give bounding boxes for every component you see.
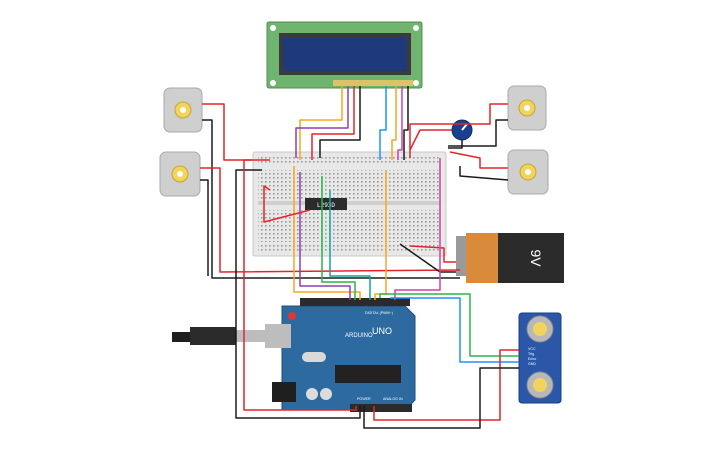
lcd-pin-header [333,80,413,86]
wire-lcd-black [319,86,361,158]
wire-motor-tl-black [202,119,460,279]
wire-us-blue [390,297,519,363]
dc-motor-bottom-left[interactable] [159,151,201,197]
dc-motor-top-left[interactable] [163,87,203,133]
power-jack [272,382,296,402]
wire-motor-br-red [449,151,508,169]
arduino-uno[interactable]: ARDUINO UNO DIGITAL (PWM~) POWER ANALOG … [265,298,416,412]
microcontroller-chip [335,365,401,383]
sensor-pin-vcc: VCC [528,347,536,351]
potentiometer[interactable] [451,119,473,141]
wire-us-green [379,293,519,357]
sensor-pin-trig: Trig [528,352,534,356]
battery-label: 9V [528,249,544,267]
wire-bb-orange [293,166,361,300]
lcd-display[interactable] [266,21,423,89]
wire-bb-magenta [394,158,441,300]
wire-motor-bl-red [200,167,461,273]
wire-bb-red [263,185,311,223]
power-header-label: POWER [357,397,371,401]
ultrasonic-sensor[interactable]: VCC Trig Echo GND [518,312,562,404]
usb-cable [172,327,266,345]
dc-motor-bottom-right[interactable] [507,149,549,195]
wire-lcd-orange2 [391,86,397,160]
reset-button[interactable] [288,312,296,320]
battery-9v[interactable]: 9V [456,233,564,283]
usb-port [265,324,291,348]
wire-5v-red [243,159,357,411]
wire-pot-black [448,140,463,149]
wire-us-black [363,367,519,429]
wire-lcd-purple [295,86,349,158]
analog-header-label: ANALOG IN [383,397,403,401]
wire-motor-br-black [459,166,509,181]
wire-motor-tr-red [409,103,508,158]
wire-motor-tr-black [448,119,508,147]
arduino-model: UNO [372,326,392,336]
wire-pot-red [409,129,452,151]
wire-lcd-red [311,86,355,160]
motor-driver-chip[interactable]: L293D [305,198,347,210]
sensor-pin-gnd: GND [528,362,536,366]
wire-bb-purple [299,172,351,300]
wire-bb-teal [329,190,371,300]
wire-us-red [373,349,519,421]
wire-lcd-blue [379,86,387,160]
arduino-logo: ARDUINO [345,333,373,339]
wire-motor-tl-red [202,103,252,161]
digital-header-label: DIGITAL (PWM~) [365,311,393,315]
breadboard[interactable] [252,151,447,257]
wire-bb-green [321,176,356,300]
wire-lcd-black2 [403,86,409,160]
wire-lcd-magenta [397,86,403,160]
wire-motor-bl-black [200,179,209,276]
sensor-pin-echo: Echo [528,357,536,361]
wires [200,86,519,429]
lcd-screen [283,37,407,71]
wire-lcd-orange [299,86,343,160]
chip-label: L293D [317,202,335,209]
wire-battery-red [409,245,456,263]
dc-motor-top-right[interactable] [507,85,547,131]
